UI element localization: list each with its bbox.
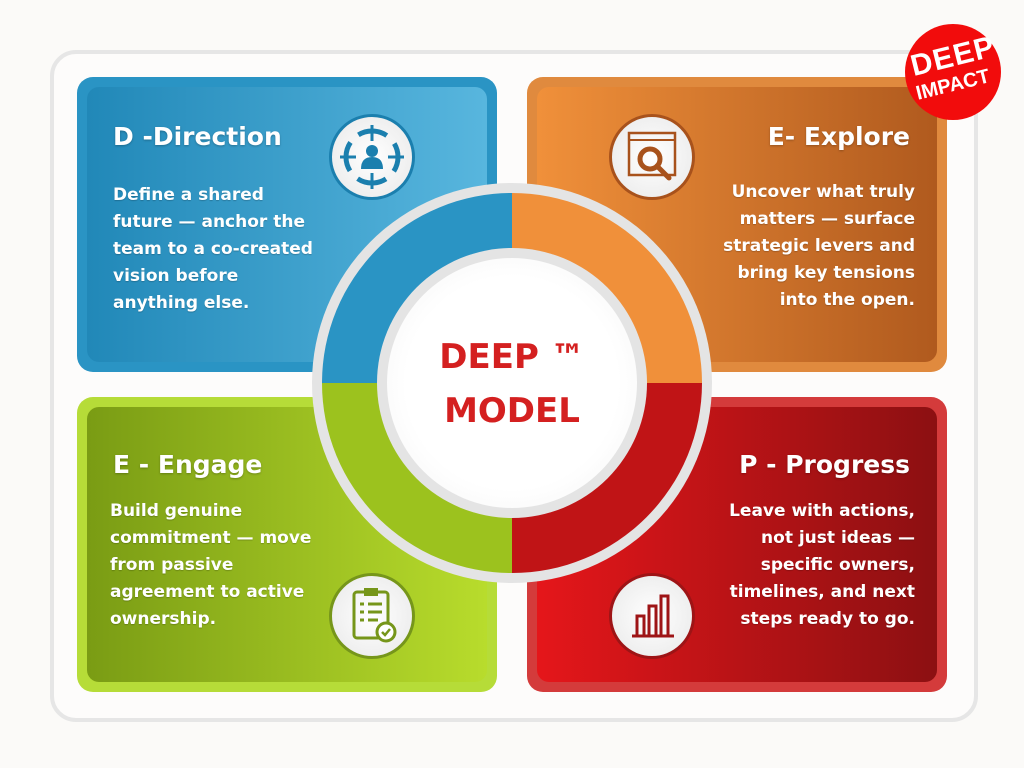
direction-title: D -Direction xyxy=(113,122,282,151)
center-line2: MODEL xyxy=(444,391,580,431)
progress-body: Leave with actions, not just ideas — spe… xyxy=(729,501,915,629)
hub-center xyxy=(387,258,637,508)
explore-body: Uncover what truly matters — surface str… xyxy=(723,182,915,310)
engage-title: E - Engage xyxy=(113,450,263,479)
bar-chart-icon xyxy=(609,573,695,659)
explore-title: E- Explore xyxy=(767,122,910,151)
deep-impact-logo: DEEP IMPACT xyxy=(905,24,1001,120)
engage-body: Build genuine commitment — move from pas… xyxy=(110,501,312,629)
target-person-icon xyxy=(329,114,415,200)
browser-search-icon xyxy=(609,114,695,200)
direction-body: Define a shared future — anchor the team… xyxy=(113,185,313,313)
progress-title: P - Progress xyxy=(739,450,910,479)
center-title: DEEP ™ MODEL xyxy=(387,330,637,438)
clipboard-checklist-icon xyxy=(329,573,415,659)
center-line1: DEEP ™ xyxy=(439,337,585,377)
